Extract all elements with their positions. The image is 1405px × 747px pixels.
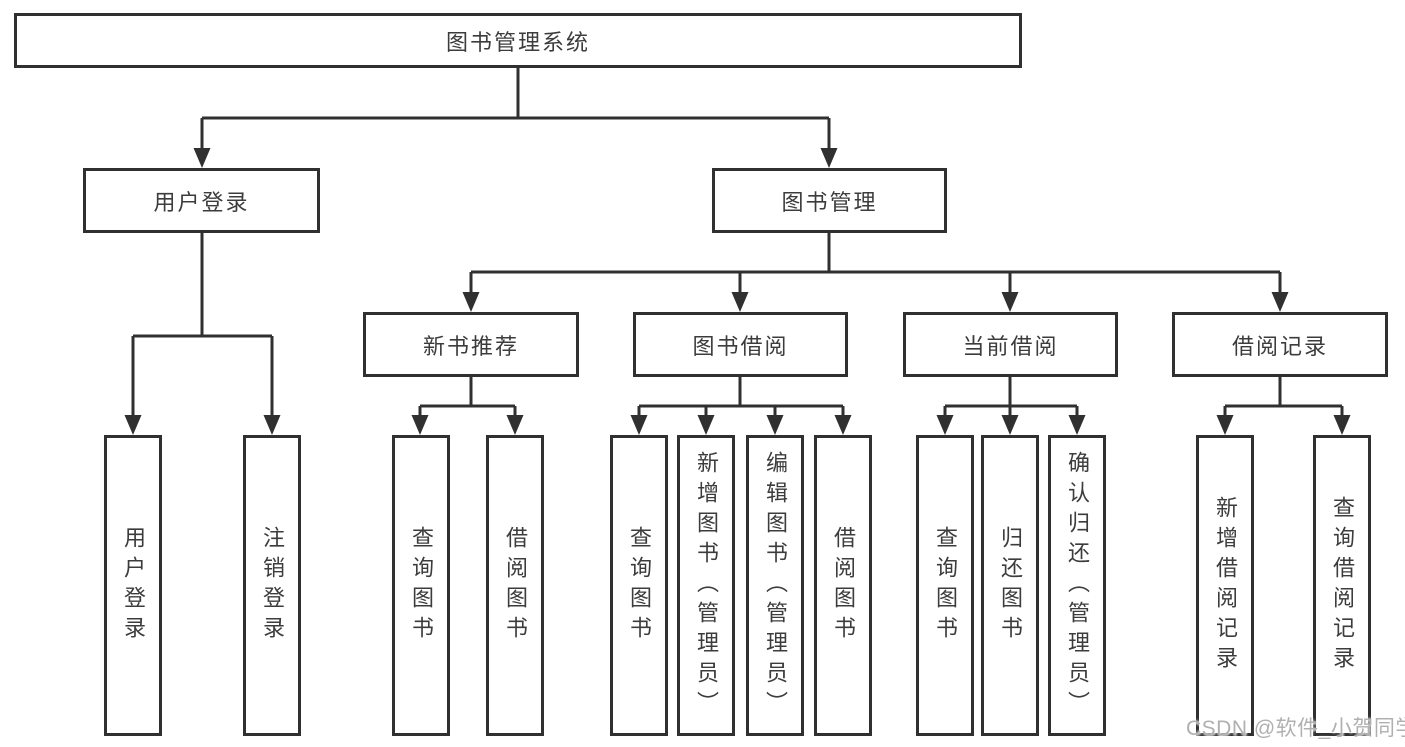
- node-book-management: 图书管理: [712, 168, 947, 233]
- node-query-books-borrowing: 查询图书: [610, 435, 668, 736]
- node-label: 当前借阅: [962, 333, 1059, 359]
- node-query-borrow-record: 查询借阅记录: [1313, 435, 1371, 736]
- node-add-borrow-record: 新增借阅记录: [1196, 435, 1254, 736]
- node-label: 查询图书: [933, 525, 958, 646]
- node-label: 借阅图书: [831, 525, 856, 646]
- node-query-books-recommend: 查询图书: [392, 435, 450, 736]
- node-label: 新增借阅记录: [1213, 495, 1238, 676]
- node-label: 用户登录: [121, 525, 146, 646]
- node-label: 注销登录: [260, 525, 285, 646]
- node-label: 查询图书: [409, 525, 434, 646]
- node-label: 编辑图书（管理员）: [763, 450, 788, 721]
- node-label: 归还图书: [998, 525, 1023, 646]
- node-label: 查询借阅记录: [1330, 495, 1355, 676]
- watermark-text: CSDN @软件_小贺同学: [1186, 717, 1405, 740]
- arrowhead-icons: [124, 148, 1351, 435]
- node-label: 图书管理系统: [445, 29, 590, 55]
- node-user-login-leaf: 用户登录: [104, 435, 162, 736]
- node-label: 借阅记录: [1231, 333, 1328, 359]
- node-borrowing-records: 借阅记录: [1172, 312, 1388, 377]
- node-label: 图书借阅: [692, 333, 789, 359]
- node-label: 用户登录: [153, 189, 250, 215]
- node-label: 确认归还（管理员）: [1065, 450, 1090, 721]
- node-library-management-system: 图书管理系统: [14, 13, 1022, 68]
- node-label: 新书推荐: [422, 333, 519, 359]
- node-borrow-books-leaf: 借阅图书: [814, 435, 872, 736]
- node-borrow-books-recommend: 借阅图书: [486, 435, 544, 736]
- node-label: 新增图书（管理员）: [694, 450, 719, 721]
- node-return-books: 归还图书: [981, 435, 1039, 736]
- node-new-book-recommendation: 新书推荐: [363, 312, 579, 377]
- node-query-books-current: 查询图书: [916, 435, 974, 736]
- node-label: 图书管理: [781, 189, 878, 215]
- node-current-borrowing: 当前借阅: [903, 312, 1118, 377]
- node-label: 查询图书: [627, 525, 652, 646]
- node-book-borrowing: 图书借阅: [633, 312, 848, 377]
- node-confirm-return-admin: 确认归还（管理员）: [1048, 435, 1106, 736]
- node-add-books-admin: 新增图书（管理员）: [677, 435, 735, 736]
- node-logout-leaf: 注销登录: [243, 435, 301, 736]
- node-edit-books-admin: 编辑图书（管理员）: [746, 435, 804, 736]
- node-label: 借阅图书: [503, 525, 528, 646]
- node-user-login-branch: 用户登录: [83, 168, 320, 233]
